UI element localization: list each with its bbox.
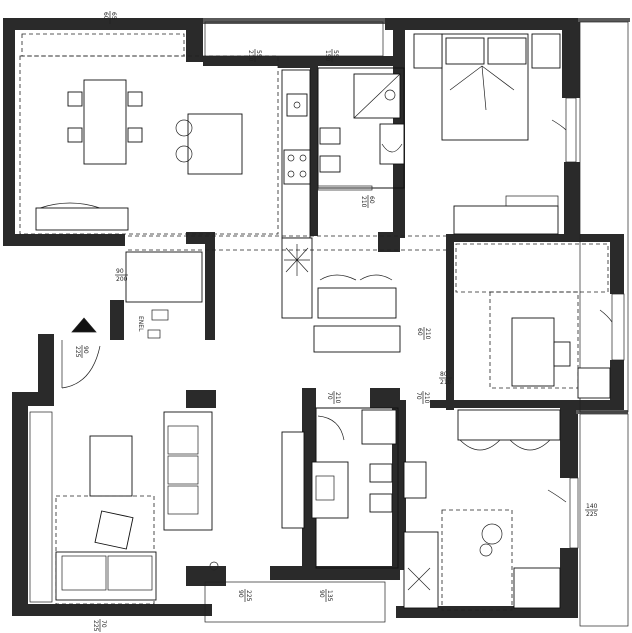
dresser: [403, 461, 427, 499]
sideboard: [35, 207, 129, 231]
single-bed: [513, 567, 561, 609]
vanity: [311, 461, 349, 519]
outer-walls: [3, 18, 630, 618]
door-label-bottom: 200: [116, 276, 128, 283]
door-label-bottom: 210: [440, 379, 452, 386]
door-label-top: 60: [368, 196, 375, 204]
second-bedroom: [455, 243, 625, 399]
door-label-bottom: 225: [92, 620, 99, 632]
door-label-bottom: 90: [318, 590, 325, 598]
nightstand-left: [413, 33, 443, 69]
third-bedroom: [403, 409, 579, 611]
hob: [283, 149, 311, 185]
hall-cabinet: [317, 287, 397, 319]
tv-unit: [281, 431, 305, 529]
coffee-table: [89, 435, 133, 497]
dining-room: [19, 33, 279, 235]
desk: [511, 317, 555, 387]
hallway: [125, 235, 446, 353]
toilet-2: [369, 463, 393, 483]
door-label-top: 140: [586, 503, 598, 510]
bath-counter: [361, 409, 397, 445]
living-room: [55, 317, 305, 605]
door-label-top: 65: [110, 12, 117, 20]
door-label-top: 210: [334, 392, 341, 404]
panel-label: ENEL: [137, 316, 144, 332]
nightstand-right: [531, 33, 561, 69]
door-label-top: 210: [424, 328, 431, 340]
bidet-2: [369, 493, 393, 513]
door-label-top: 210: [423, 392, 430, 404]
side-table: [187, 113, 243, 175]
door-label-top: 70: [100, 620, 107, 628]
door-label-bottom: 70: [326, 392, 333, 400]
door-label-top: 135: [326, 590, 333, 602]
hall-bench: [313, 325, 401, 353]
door-label-bottom: 210: [247, 50, 254, 62]
storage-unit: [125, 251, 203, 303]
kitchen: [281, 69, 313, 319]
wardrobe-2: [457, 409, 561, 441]
door-label-top: 55: [255, 50, 262, 58]
door-label-bottom: 150: [324, 50, 331, 62]
door-label-top: 55: [332, 50, 339, 58]
door-label-bottom: 225: [586, 511, 598, 518]
door-label-bottom: 60: [416, 328, 423, 336]
washbasin: [379, 123, 405, 165]
door-label-top: 90: [82, 346, 89, 354]
door-label-bottom: 60: [102, 12, 109, 20]
door-label-top: 90: [116, 268, 124, 275]
door-label-bottom: 90: [237, 590, 244, 598]
toilet: [319, 127, 341, 145]
door-label-top: 80: [440, 371, 448, 378]
bidet: [319, 155, 341, 173]
door-label-bottom: 210: [360, 196, 367, 208]
main-bathroom: [311, 407, 399, 569]
door-label-top: 225: [245, 590, 252, 602]
sofa-side: [163, 411, 213, 531]
small-bathroom: [317, 67, 405, 191]
master-bedroom: [413, 33, 577, 235]
door-label-bottom: 225: [74, 346, 81, 358]
sink: [286, 93, 308, 117]
wardrobe: [453, 205, 559, 235]
dining-table: [83, 79, 127, 165]
balconies: [29, 21, 629, 627]
armchair: [94, 510, 134, 550]
door-label-bottom: 70: [415, 392, 422, 400]
